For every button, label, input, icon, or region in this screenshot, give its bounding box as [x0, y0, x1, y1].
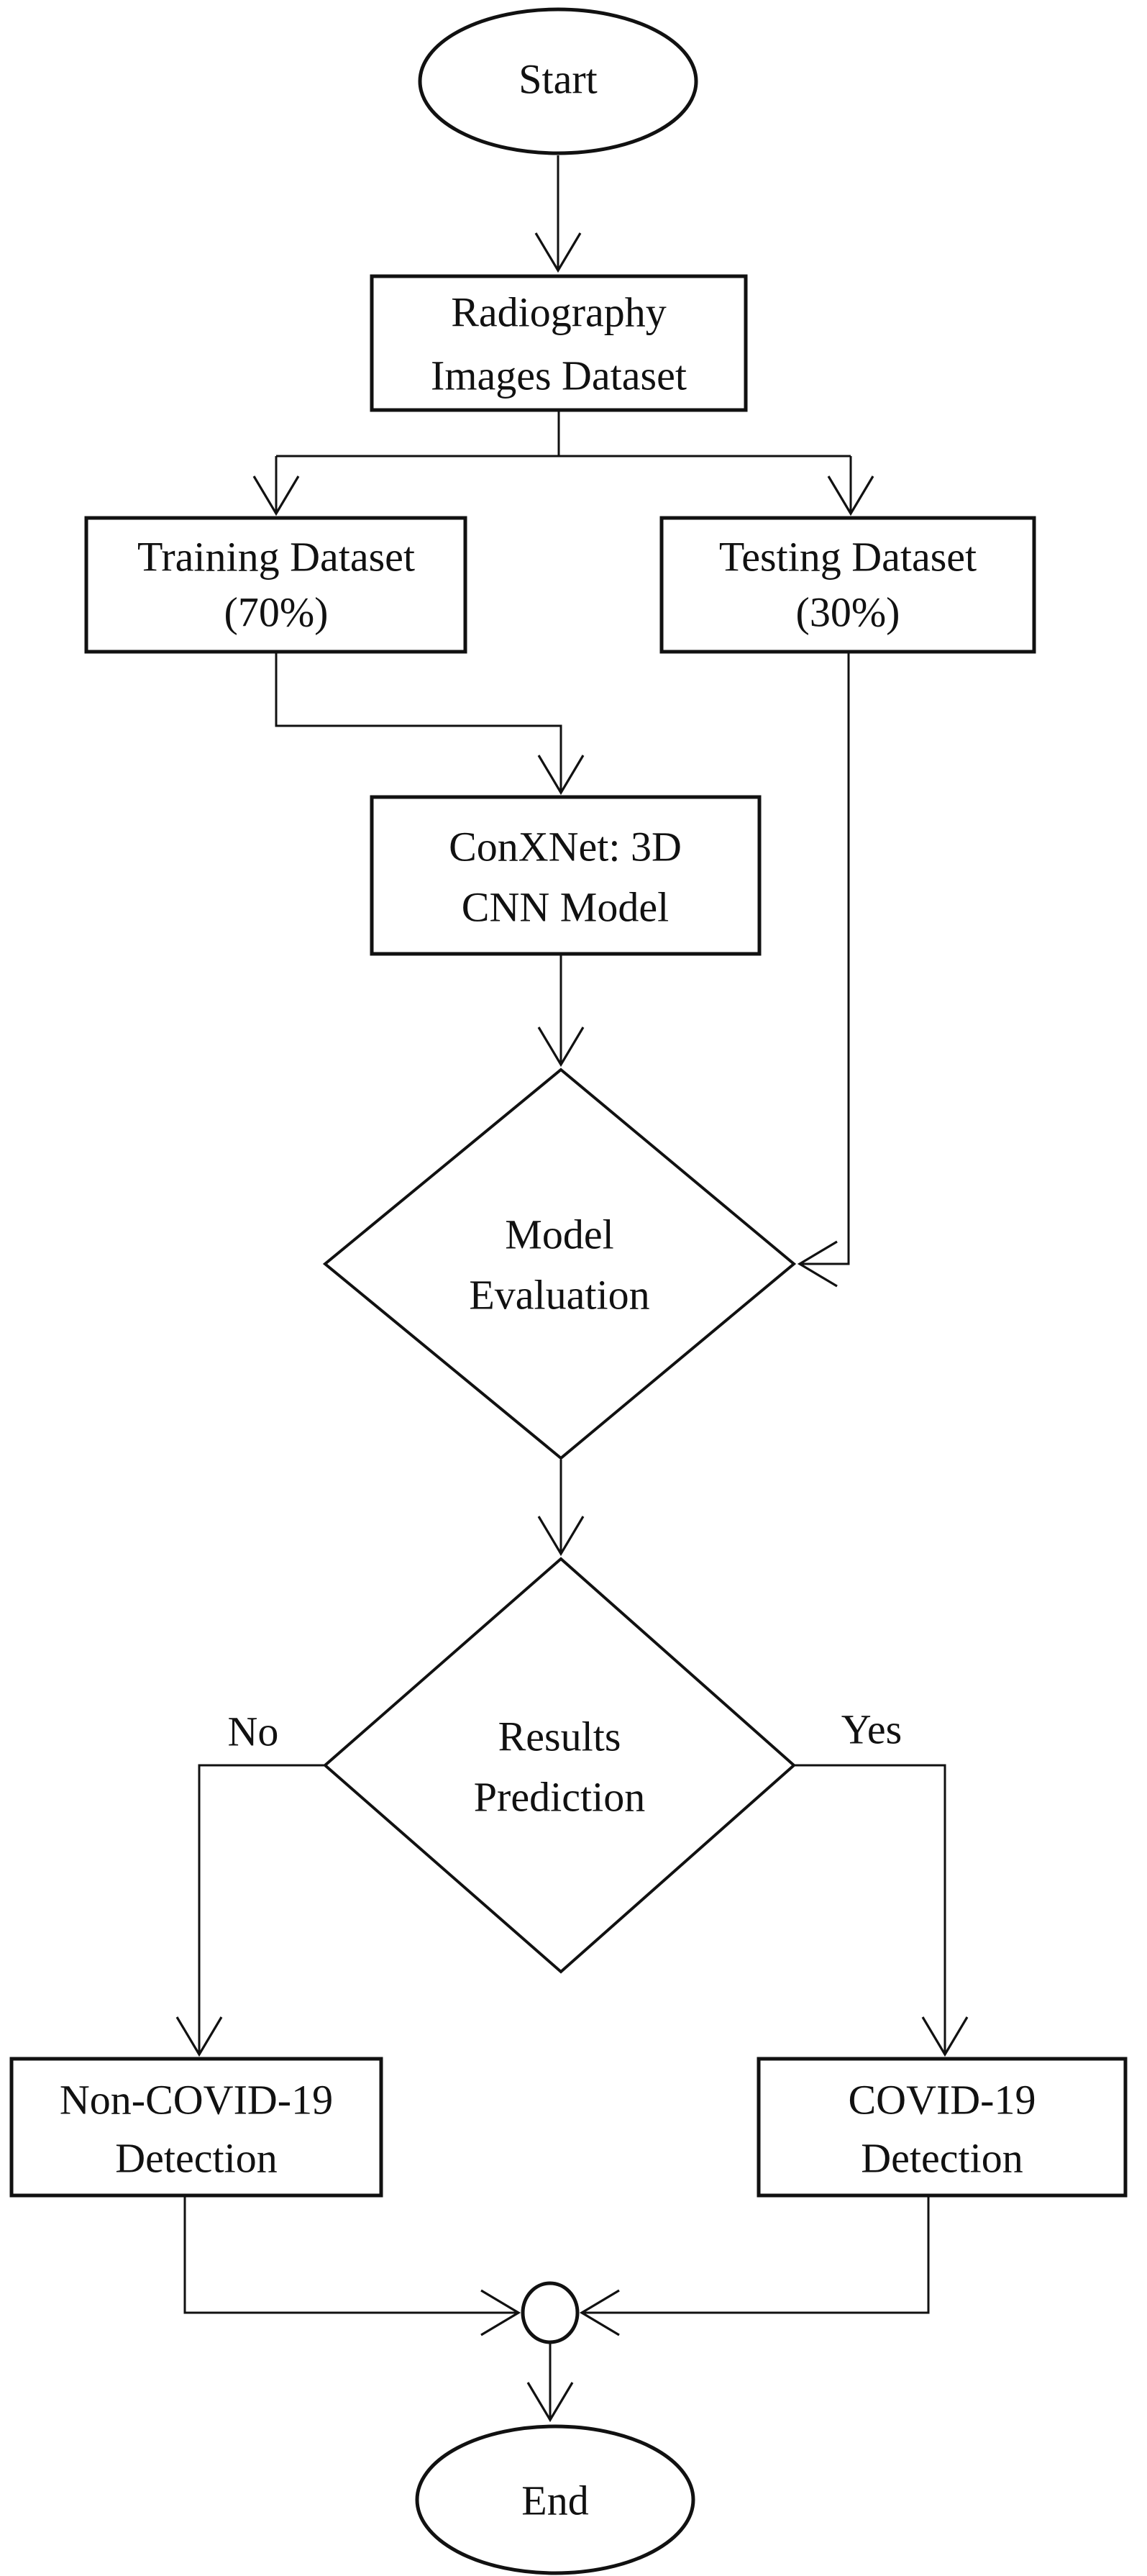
start-label: Start: [518, 56, 598, 103]
model-evaluation-diamond: [322, 1068, 797, 1460]
node-model-evaluation: Model Evaluation: [322, 1068, 797, 1460]
start-terminator-shape: [418, 7, 698, 155]
model-evaluation-label-line1: Model: [505, 1211, 613, 1258]
covid-detection-label-line2: Detection: [861, 2135, 1023, 2182]
node-end: End: [415, 2424, 695, 2575]
results-prediction-label-line2: Prediction: [474, 1774, 645, 1821]
end-terminator-shape: [415, 2424, 695, 2575]
training-dataset-box: [84, 516, 467, 654]
covid-detection-label-line1: COVID-19: [849, 2077, 1036, 2124]
node-testing-dataset: Testing Dataset (30%): [659, 516, 1036, 654]
end-label: End: [521, 2477, 588, 2524]
results-prediction-diamond: [322, 1557, 797, 1974]
node-merge-connector: [521, 2281, 580, 2344]
radiography-dataset-label-line2: Images Dataset: [431, 352, 687, 399]
radiography-dataset-box: [370, 274, 748, 412]
node-radiography-dataset: Radiography Images Dataset: [370, 274, 748, 412]
non-covid-detection-label-line1: Non-COVID-19: [60, 2077, 333, 2124]
edge-covid-to-merge: [579, 2197, 930, 2336]
node-conxnet-model: ConXNet: 3D CNN Model: [370, 795, 762, 956]
edge-noncovid-to-merge: [183, 2197, 521, 2336]
edge-testing-to-evaluation: [797, 652, 850, 1288]
node-non-covid-detection: Non-COVID-19 Detection: [9, 2057, 383, 2198]
training-dataset-label-line1: Training Dataset: [137, 534, 415, 581]
conxnet-model-label-line2: CNN Model: [462, 884, 669, 931]
testing-dataset-box: [659, 516, 1036, 654]
no-branch-label: No: [228, 1708, 279, 1755]
testing-dataset-label-line2: (30%): [796, 589, 900, 636]
edge-no-branch: [175, 1764, 325, 2057]
covid-detection-box: [757, 2057, 1128, 2198]
edge-training-to-conxnet: [275, 652, 585, 796]
model-evaluation-label-line2: Evaluation: [469, 1272, 649, 1319]
training-dataset-label-line2: (70%): [224, 589, 329, 636]
testing-dataset-label-line1: Testing Dataset: [719, 534, 977, 581]
edge-yes-branch: [794, 1764, 969, 2057]
node-covid-detection: COVID-19 Detection: [757, 2057, 1128, 2198]
results-prediction-label-line1: Results: [498, 1713, 621, 1760]
node-training-dataset: Training Dataset (70%): [84, 516, 467, 654]
merge-connector-circle: [521, 2281, 580, 2344]
conxnet-model-label-line1: ConXNet: 3D: [449, 824, 682, 870]
radiography-dataset-label-line1: Radiography: [451, 289, 667, 336]
non-covid-detection-label-line2: Detection: [115, 2135, 277, 2182]
yes-branch-label: Yes: [841, 1706, 902, 1753]
node-results-prediction: Results Prediction: [322, 1557, 797, 1974]
non-covid-detection-box: [9, 2057, 383, 2198]
edges: [175, 155, 969, 2423]
node-start: Start: [418, 7, 698, 155]
nodes: Start Radiography Images Dataset Trainin…: [9, 7, 1128, 2575]
conxnet-model-box: [370, 795, 762, 956]
